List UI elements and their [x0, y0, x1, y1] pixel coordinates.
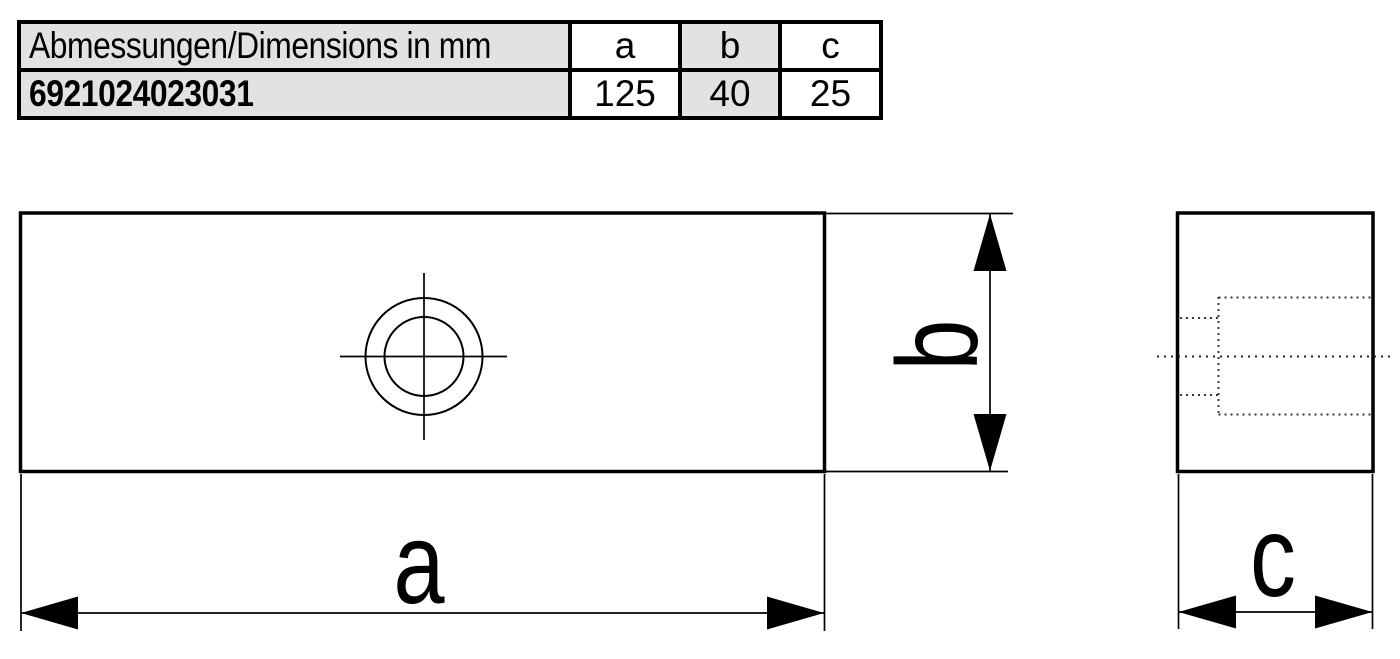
value-b: 40 [709, 73, 751, 114]
dim-b-label: b [874, 319, 1002, 370]
dim-c-arrow-right [1315, 595, 1373, 629]
table-header-b-cell: b [678, 24, 778, 68]
dimensions-label: Abmessungen/Dimensions in mm [29, 25, 491, 66]
value-c: 25 [809, 73, 852, 114]
table-value-b-cell: 40 [678, 68, 778, 116]
value-a: 125 [594, 73, 656, 114]
header-b-label: b [719, 25, 741, 66]
dim-c-arrow-left [1178, 595, 1236, 629]
side-view-outline [1175, 211, 1375, 474]
table-header-a-cell: a [568, 24, 678, 68]
header-a-label: a [614, 25, 636, 66]
dimension-a: a [20, 474, 826, 631]
table-header-c-cell: c [778, 24, 879, 68]
dimension-c: c [1177, 474, 1374, 629]
dim-c-label: c [1250, 493, 1296, 621]
table-article-number-cell: 6921024023031 [21, 68, 568, 116]
dim-a-arrow-right [767, 596, 824, 630]
dim-a-arrow-left [21, 596, 78, 630]
front-view [18, 211, 827, 474]
dim-b-arrow-up [973, 214, 1007, 271]
dim-b-arrow-down [973, 414, 1007, 471]
table-value-c-cell: 25 [778, 68, 879, 116]
side-view [1157, 211, 1391, 474]
article-number: 6921024023031 [29, 73, 254, 114]
table-value-a-cell: 125 [568, 68, 678, 116]
table-header-dimensions-cell: Abmessungen/Dimensions in mm [21, 24, 568, 68]
dim-a-label: a [393, 500, 444, 628]
front-view-outline [18, 211, 827, 474]
dimensions-table: Abmessungen/Dimensions in mm a b c 69210… [17, 20, 883, 120]
header-c-label: c [821, 25, 840, 66]
dimension-b: b [826, 212, 1013, 473]
